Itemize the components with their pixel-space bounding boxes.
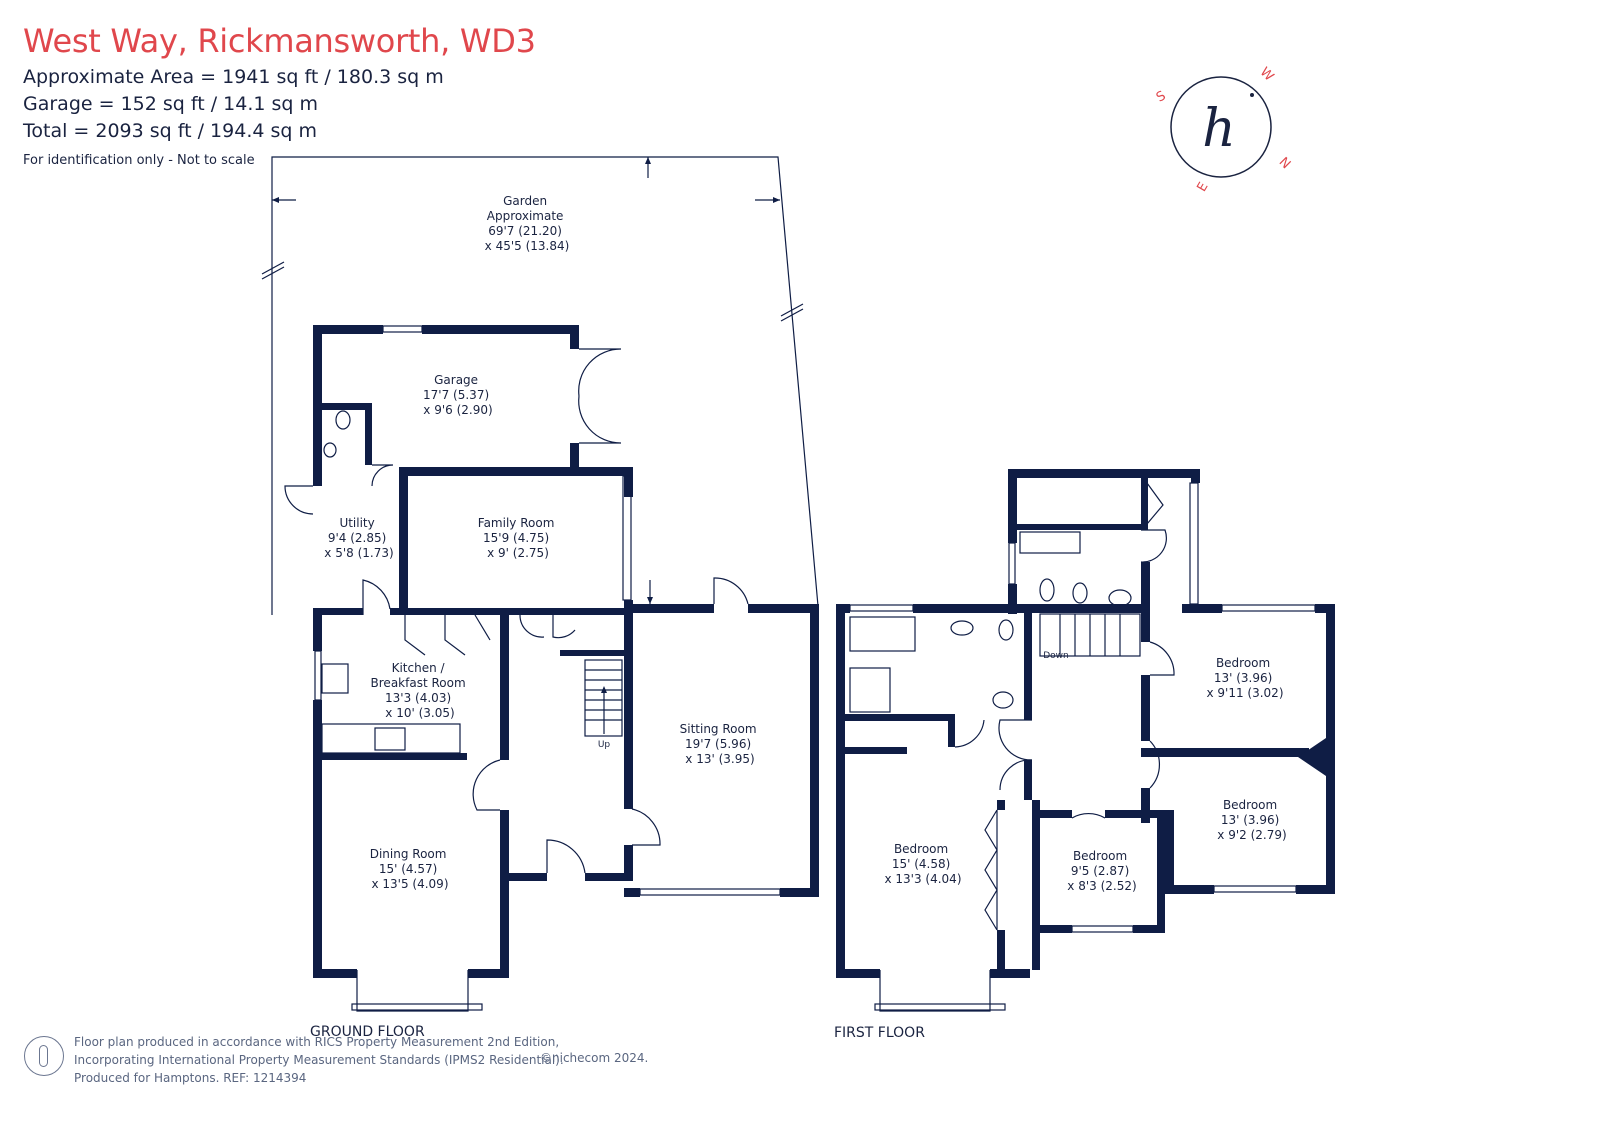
- footer-text: Floor plan produced in accordance with R…: [74, 1033, 564, 1087]
- room-label-bedroom-2: Bedroom 13' (3.96) x 9'2 (2.79): [1217, 798, 1286, 842]
- ground-floor-label: GROUND FLOOR: [310, 1024, 425, 1040]
- room-labels: Garden Approximate 69'7 (21.20) x 45'5 (…: [310, 194, 1287, 1041]
- footer-line-1: Floor plan produced in accordance with R…: [74, 1035, 560, 1049]
- stair-label-up: Up: [598, 740, 611, 750]
- compass-letter-e: E: [1194, 180, 1211, 195]
- compass-circle: [1170, 76, 1272, 178]
- ground-floor-openings: [284, 325, 781, 1012]
- garage-area: Garage = 152 sq ft / 14.1 sq m: [23, 93, 319, 115]
- first-floor-label: FIRST FLOOR: [834, 1025, 925, 1041]
- room-label-family-room: Family Room 15'9 (4.75) x 9' (2.75): [478, 516, 558, 560]
- approximate-area: Approximate Area = 1941 sq ft / 180.3 sq…: [23, 66, 444, 88]
- compass-letter-s: S: [1154, 88, 1169, 105]
- room-label-bedroom-3: Bedroom 15' (4.58) x 13'3 (4.04): [884, 842, 961, 886]
- first-floor-walls: [836, 469, 1335, 978]
- stair-label-down: Down: [1043, 651, 1069, 661]
- compass-logo: h S W N E: [1154, 65, 1293, 195]
- scale-note: For identification only - Not to scale: [23, 153, 255, 168]
- room-label-sitting-room: Sitting Room 19'7 (5.96) x 13' (3.95): [680, 722, 761, 766]
- info-person-icon: [24, 1036, 64, 1076]
- total-area: Total = 2093 sq ft / 194.4 sq m: [23, 120, 317, 142]
- ground-floor-walls: [313, 325, 819, 978]
- room-label-dining-room: Dining Room 15' (4.57) x 13'5 (4.09): [370, 847, 451, 891]
- room-label-bedroom-4: Bedroom 9'5 (2.87) x 8'3 (2.52): [1067, 849, 1136, 893]
- room-label-garden: Garden Approximate 69'7 (21.20) x 45'5 (…: [485, 194, 570, 253]
- logo-letter: h: [1202, 99, 1236, 159]
- room-label-bedroom-1: Bedroom 13' (3.96) x 9'11 (3.02): [1206, 656, 1283, 700]
- room-label-utility: Utility 9'4 (2.85) x 5'8 (1.73): [324, 516, 393, 560]
- room-label-kitchen: Kitchen / Breakfast Room 13'3 (4.03) x 1…: [371, 661, 470, 720]
- page-title: West Way, Rickmansworth, WD3: [23, 22, 536, 60]
- footer-line-3: Produced for Hamptons. REF: 1214394: [74, 1071, 307, 1085]
- room-label-garage: Garage 17'7 (5.37) x 9'6 (2.90): [423, 373, 493, 417]
- compass-letter-w: W: [1257, 65, 1277, 85]
- footer-line-2: Incorporating International Property Mea…: [74, 1053, 564, 1067]
- compass-letter-n: N: [1276, 155, 1293, 172]
- first-floor-openings: [849, 482, 1316, 1012]
- copyright: ©nichecom 2024.: [540, 1051, 649, 1065]
